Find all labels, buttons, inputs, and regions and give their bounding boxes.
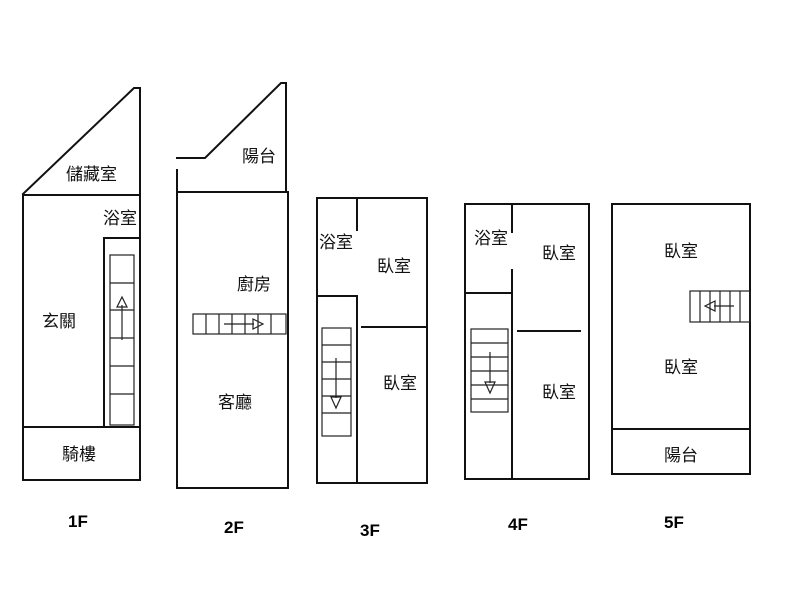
room-label-5f-bedroom-top: 臥室 xyxy=(664,242,698,262)
floor-label-1f: 1F xyxy=(68,512,88,531)
room-label-3f-bathroom: 浴室 xyxy=(319,233,353,253)
room-label-2f-kitchen: 廚房 xyxy=(237,274,271,295)
floor-3f-stairs xyxy=(321,327,352,437)
room-label-2f-balcony: 陽台 xyxy=(242,147,276,167)
floor-1f: 儲藏室 浴室 玄關 騎樓 1F xyxy=(21,87,141,531)
floor-label-3f: 3F xyxy=(360,521,380,540)
floor-4f-walls xyxy=(464,203,590,480)
floor-label-5f: 5F xyxy=(664,513,684,532)
floor-2f: 陽台 廚房 客廳 2F xyxy=(176,82,289,537)
floor-2f-stairs xyxy=(192,313,287,335)
floor-1f-stairs xyxy=(109,254,135,426)
floor-1f-walls xyxy=(21,87,141,481)
room-label-4f-bedroom-bottom: 臥室 xyxy=(542,383,576,403)
floor-2f-walls xyxy=(176,82,289,489)
room-label-1f-storage: 儲藏室 xyxy=(66,165,117,185)
floor-3f: 浴室 臥室 臥室 3F xyxy=(316,197,428,540)
room-label-1f-arcade: 騎樓 xyxy=(62,445,96,465)
floor-4f: 浴室 臥室 臥室 4F xyxy=(464,203,590,534)
room-label-2f-living: 客廳 xyxy=(218,393,252,413)
room-label-1f-bathroom: 浴室 xyxy=(103,209,137,229)
room-label-3f-bedroom-top: 臥室 xyxy=(377,257,411,277)
floor-4f-stairs xyxy=(470,328,509,413)
room-label-3f-bedroom-bottom: 臥室 xyxy=(383,374,417,394)
floor-5f-stairs xyxy=(689,290,751,323)
floor-label-2f: 2F xyxy=(224,518,244,537)
floor-label-4f: 4F xyxy=(508,515,528,534)
room-label-4f-bathroom: 浴室 xyxy=(474,229,508,249)
room-label-4f-bedroom-top: 臥室 xyxy=(542,244,576,264)
floor-5f: 臥室 臥室 陽台 5F xyxy=(611,203,751,532)
room-label-5f-bedroom-bottom: 臥室 xyxy=(664,358,698,378)
floor-5f-walls xyxy=(611,203,751,475)
room-label-1f-entrance: 玄關 xyxy=(42,312,76,332)
floor-3f-walls xyxy=(316,197,428,484)
room-label-5f-balcony: 陽台 xyxy=(664,446,698,466)
